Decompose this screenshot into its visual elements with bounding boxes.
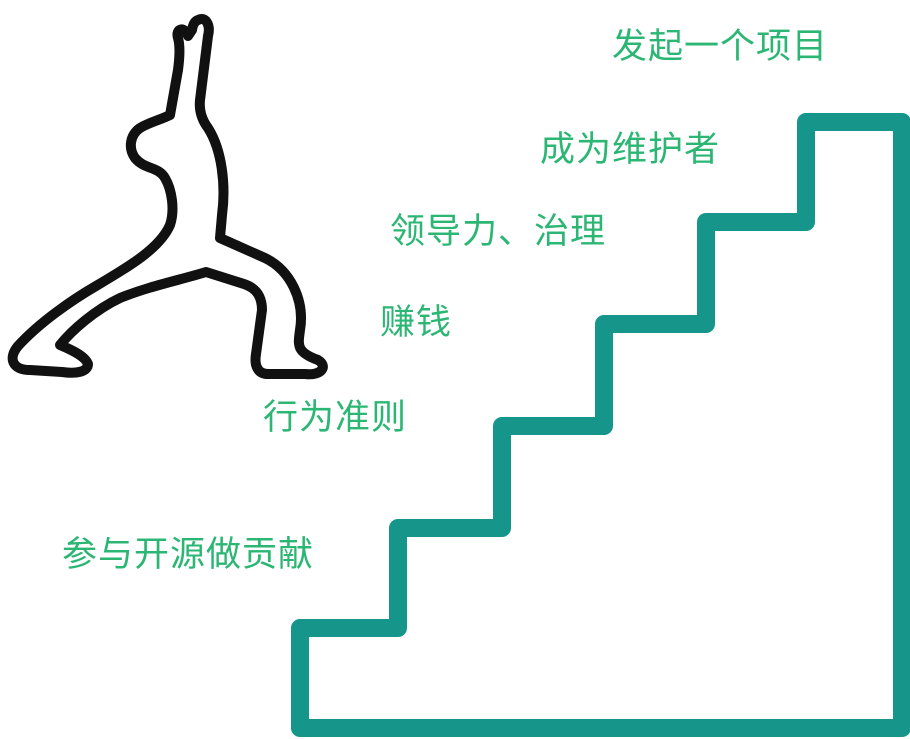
step-label-code-of-conduct: 行为准则 — [263, 398, 408, 438]
step-label-contribute: 参与开源做贡献 — [62, 535, 315, 575]
yoga-figure-outline — [7, 14, 328, 380]
step-label-leadership: 领导力、治理 — [390, 212, 607, 252]
staircase-outline — [291, 113, 910, 737]
yoga-figure-icon — [7, 14, 328, 380]
step-label-maintainer: 成为维护者 — [540, 130, 721, 170]
step-label-start-project: 发起一个项目 — [612, 27, 829, 67]
step-label-make-money: 赚钱 — [380, 303, 453, 343]
